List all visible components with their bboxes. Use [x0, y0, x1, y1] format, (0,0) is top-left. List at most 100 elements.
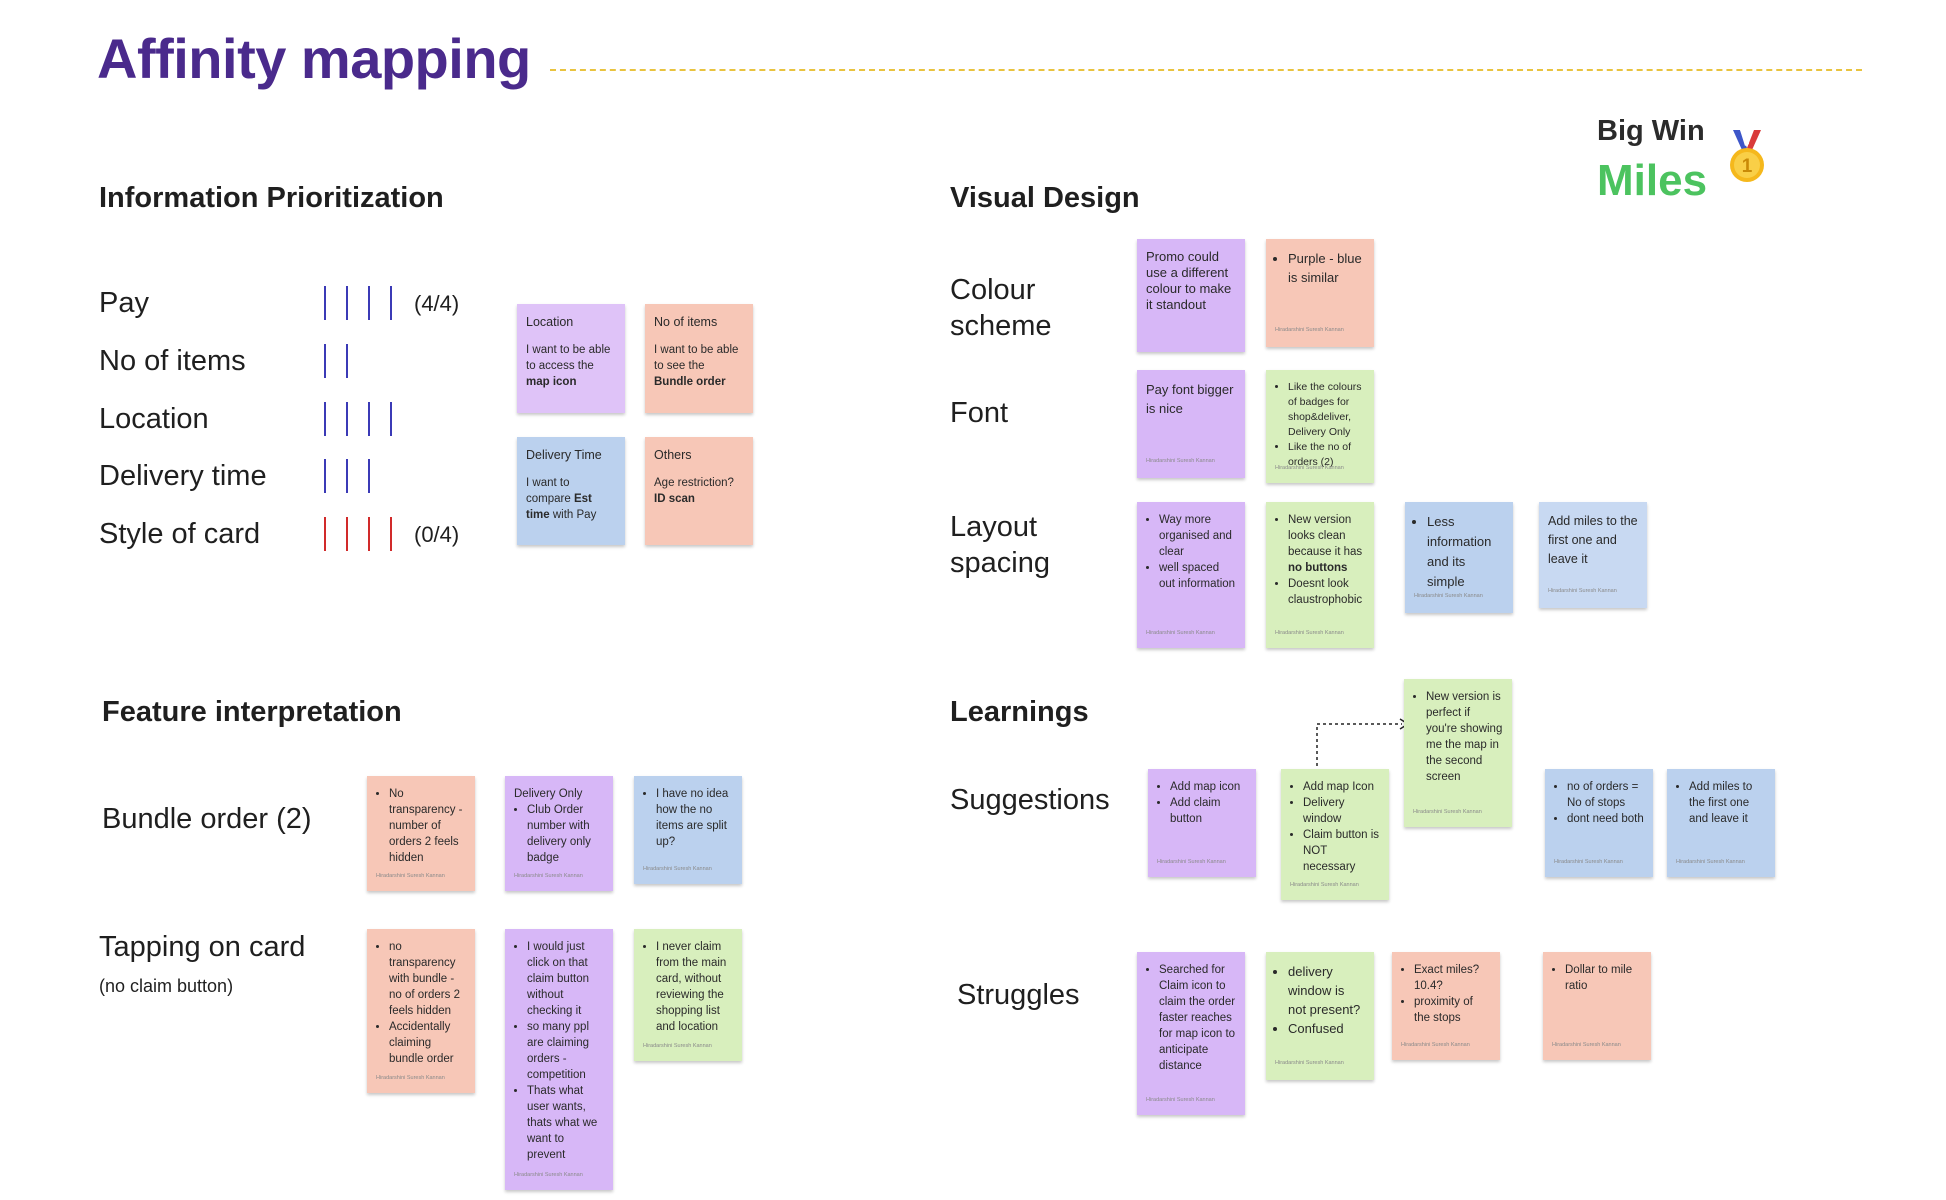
- tally-mark: [324, 402, 326, 436]
- sticky-note-location: Location I want to be able to access the…: [517, 304, 625, 413]
- note-signature: Hiradarshini Suresh Kannan: [643, 1043, 712, 1049]
- tally-score: (4/4): [414, 291, 460, 316]
- gold-medal-1-icon: 1: [1727, 130, 1767, 186]
- sticky-note: Pay font bigger is nice Hiradarshini Sur…: [1137, 370, 1245, 478]
- svg-text:1: 1: [1742, 156, 1753, 177]
- tally-mark: [368, 517, 370, 551]
- tally-marks: [324, 402, 392, 436]
- sticky-note-delivery-time: Delivery Time I want to compare Est time…: [517, 437, 625, 545]
- note-heading: No of items: [654, 315, 718, 329]
- sticky-note: Less information and its simple Hiradars…: [1405, 502, 1513, 613]
- sticky-note: no transparency with bundle - no of orde…: [367, 929, 475, 1093]
- tally-mark: [390, 286, 392, 320]
- sticky-note: New version is perfect if you're showing…: [1404, 679, 1512, 827]
- sticky-note: No transparency - number of orders 2 fee…: [367, 776, 475, 891]
- row-label-layout-spacing: Layout spacing: [950, 511, 1050, 579]
- info-row-label: No of items: [99, 345, 246, 377]
- row-label-suggestions: Suggestions: [950, 784, 1110, 816]
- row-label-font: Font: [950, 397, 1009, 429]
- sticky-note: Dollar to mile ratio Hiradarshini Suresh…: [1543, 952, 1651, 1060]
- tally-mark: [346, 402, 348, 436]
- tally-mark: [368, 402, 370, 436]
- sticky-note: Exact miles? 10.4? proximity of the stop…: [1392, 952, 1500, 1060]
- note-signature: Hiradarshini Suresh Kannan: [1554, 859, 1623, 865]
- title-dashed-rule: [550, 69, 1862, 71]
- note-signature: Hiradarshini Suresh Kannan: [1552, 1042, 1621, 1048]
- note-heading: Others: [654, 448, 692, 462]
- tally-mark: [324, 344, 326, 378]
- note-signature: Hiradarshini Suresh Kannan: [376, 873, 445, 879]
- section-information-prioritization: Information Prioritization: [99, 182, 444, 214]
- sticky-note: I never claim from the main card, withou…: [634, 929, 742, 1061]
- tally-mark: [324, 286, 326, 320]
- note-signature: Hiradarshini Suresh Kannan: [1146, 1097, 1215, 1103]
- row-label-tapping-on-card: Tapping on card: [99, 931, 306, 963]
- section-feature-interpretation: Feature interpretation: [102, 696, 402, 728]
- row-label-colour-scheme: Colour scheme: [950, 274, 1052, 342]
- tally-score: (0/4): [414, 522, 460, 547]
- note-signature: Hiradarshini Suresh Kannan: [514, 873, 583, 879]
- tally-marks: [324, 459, 370, 493]
- sticky-note: New version looks clean because it has n…: [1266, 502, 1374, 648]
- sticky-note: Delivery Only Club Order number with del…: [505, 776, 613, 891]
- note-signature: Hiradarshini Suresh Kannan: [1146, 630, 1215, 636]
- tally-mark: [390, 517, 392, 551]
- sticky-note: Searched for Claim icon to claim the ord…: [1137, 952, 1245, 1115]
- tally-mark: [324, 459, 326, 493]
- note-signature: Hiradarshini Suresh Kannan: [514, 1172, 583, 1178]
- tally-mark: [346, 517, 348, 551]
- note-signature: Hiradarshini Suresh Kannan: [1275, 630, 1344, 636]
- row-label-struggles: Struggles: [957, 979, 1080, 1011]
- note-signature: Hiradarshini Suresh Kannan: [1157, 859, 1226, 865]
- tally-mark: [346, 459, 348, 493]
- sticky-note-others: Others Age restriction? ID scan: [645, 437, 753, 545]
- tally-mark: [346, 344, 348, 378]
- sticky-note: I would just click on that claim button …: [505, 929, 613, 1190]
- sticky-note: Add map icon Add claim button Hiradarshi…: [1148, 769, 1256, 877]
- tally-mark: [368, 459, 370, 493]
- note-signature: Hiradarshini Suresh Kannan: [1275, 327, 1344, 333]
- tally-marks: [324, 344, 348, 378]
- note-signature: Hiradarshini Suresh Kannan: [1146, 458, 1215, 464]
- note-heading: Location: [526, 315, 574, 329]
- sticky-note: Add map Icon Delivery window Claim butto…: [1281, 769, 1389, 900]
- tally-mark: [324, 517, 326, 551]
- sticky-note: Way more organised and clear well spaced…: [1137, 502, 1245, 648]
- sticky-note: Promo could use a different colour to ma…: [1137, 239, 1245, 352]
- info-row-label: Delivery time: [99, 460, 267, 492]
- note-signature: Hiradarshini Suresh Kannan: [376, 1075, 445, 1081]
- note-signature: Hiradarshini Suresh Kannan: [1275, 1060, 1344, 1066]
- sticky-note: no of orders = No of stops dont need bot…: [1545, 769, 1653, 877]
- note-signature: Hiradarshini Suresh Kannan: [1275, 465, 1344, 471]
- tally-marks: [324, 517, 392, 551]
- sticky-note: Like the colours of badges for shop&deli…: [1266, 370, 1374, 483]
- sticky-note: Purple - blue is similar Hiradarshini Su…: [1266, 239, 1374, 347]
- note-signature: Hiradarshini Suresh Kannan: [643, 866, 712, 872]
- note-signature: Hiradarshini Suresh Kannan: [1413, 809, 1482, 815]
- section-visual-design: Visual Design: [950, 182, 1140, 214]
- tally-mark: [368, 286, 370, 320]
- sticky-note: delivery window is not present? Confused…: [1266, 952, 1374, 1080]
- info-row-label: Pay: [99, 287, 149, 319]
- big-win-miles: Miles: [1597, 156, 1708, 205]
- note-heading: Delivery Time: [526, 448, 602, 462]
- info-row-label: Style of card: [99, 518, 261, 550]
- sticky-note: Add miles to the first one and leave it …: [1539, 502, 1647, 608]
- tally-mark: [346, 286, 348, 320]
- page-title: Affinity mapping: [97, 27, 531, 90]
- tally-marks: [324, 286, 392, 320]
- note-signature: Hiradarshini Suresh Kannan: [1676, 859, 1745, 865]
- note-signature: Hiradarshini Suresh Kannan: [1548, 588, 1617, 594]
- section-learnings: Learnings: [950, 696, 1089, 728]
- row-sublabel: (no claim button): [99, 976, 234, 996]
- sticky-note: Add miles to the first one and leave it …: [1667, 769, 1775, 877]
- note-signature: Hiradarshini Suresh Kannan: [1290, 882, 1359, 888]
- note-signature: Hiradarshini Suresh Kannan: [1401, 1042, 1470, 1048]
- tally-mark: [390, 402, 392, 436]
- big-win-label: Big Win: [1597, 115, 1705, 147]
- info-row-label: Location: [99, 403, 209, 435]
- row-label-bundle-order: Bundle order (2): [102, 803, 312, 835]
- note-signature: Hiradarshini Suresh Kannan: [1414, 593, 1483, 599]
- sticky-note-no-of-items: No of items I want to be able to see the…: [645, 304, 753, 413]
- sticky-note: I have no idea how the no items are spli…: [634, 776, 742, 884]
